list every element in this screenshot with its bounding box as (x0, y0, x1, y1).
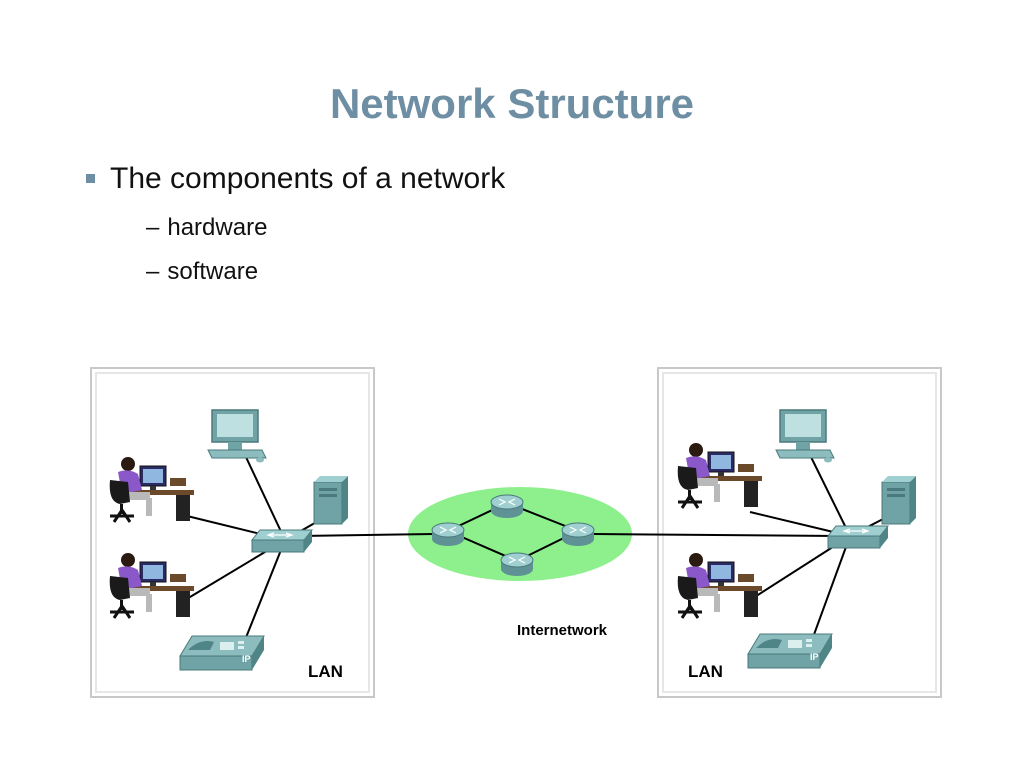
dash-icon: – (146, 214, 160, 241)
monitor-icon (207, 409, 267, 464)
monitor-icon (775, 409, 835, 464)
ip-label: IP (810, 652, 819, 662)
dash-icon: – (146, 258, 160, 285)
router-icon (500, 552, 534, 577)
sub-item-hardware: –hardware (146, 214, 267, 242)
router-icon (431, 522, 465, 547)
router-icon (561, 522, 595, 547)
bullet-square-icon (86, 174, 95, 183)
sub-item-label: hardware (167, 214, 268, 241)
switch-icon (827, 525, 889, 549)
slide-title: Network Structure (329, 80, 695, 127)
server-icon (881, 475, 917, 525)
router-icon (490, 494, 524, 519)
ip-phone-icon (747, 633, 833, 669)
bullet-text: The components of a network (110, 162, 506, 195)
internetwork-label: Internetwork (517, 622, 608, 639)
right-lan-label: LAN (688, 662, 723, 681)
switch-icon (251, 529, 313, 553)
server-icon (313, 475, 349, 525)
sub-item-label: software (167, 258, 259, 285)
ip-phone-icon (179, 635, 265, 671)
ip-label: IP (242, 654, 251, 664)
internetwork-cloud (408, 487, 632, 581)
left-lan-label: LAN (308, 662, 343, 681)
sub-item-software: –software (146, 258, 258, 286)
